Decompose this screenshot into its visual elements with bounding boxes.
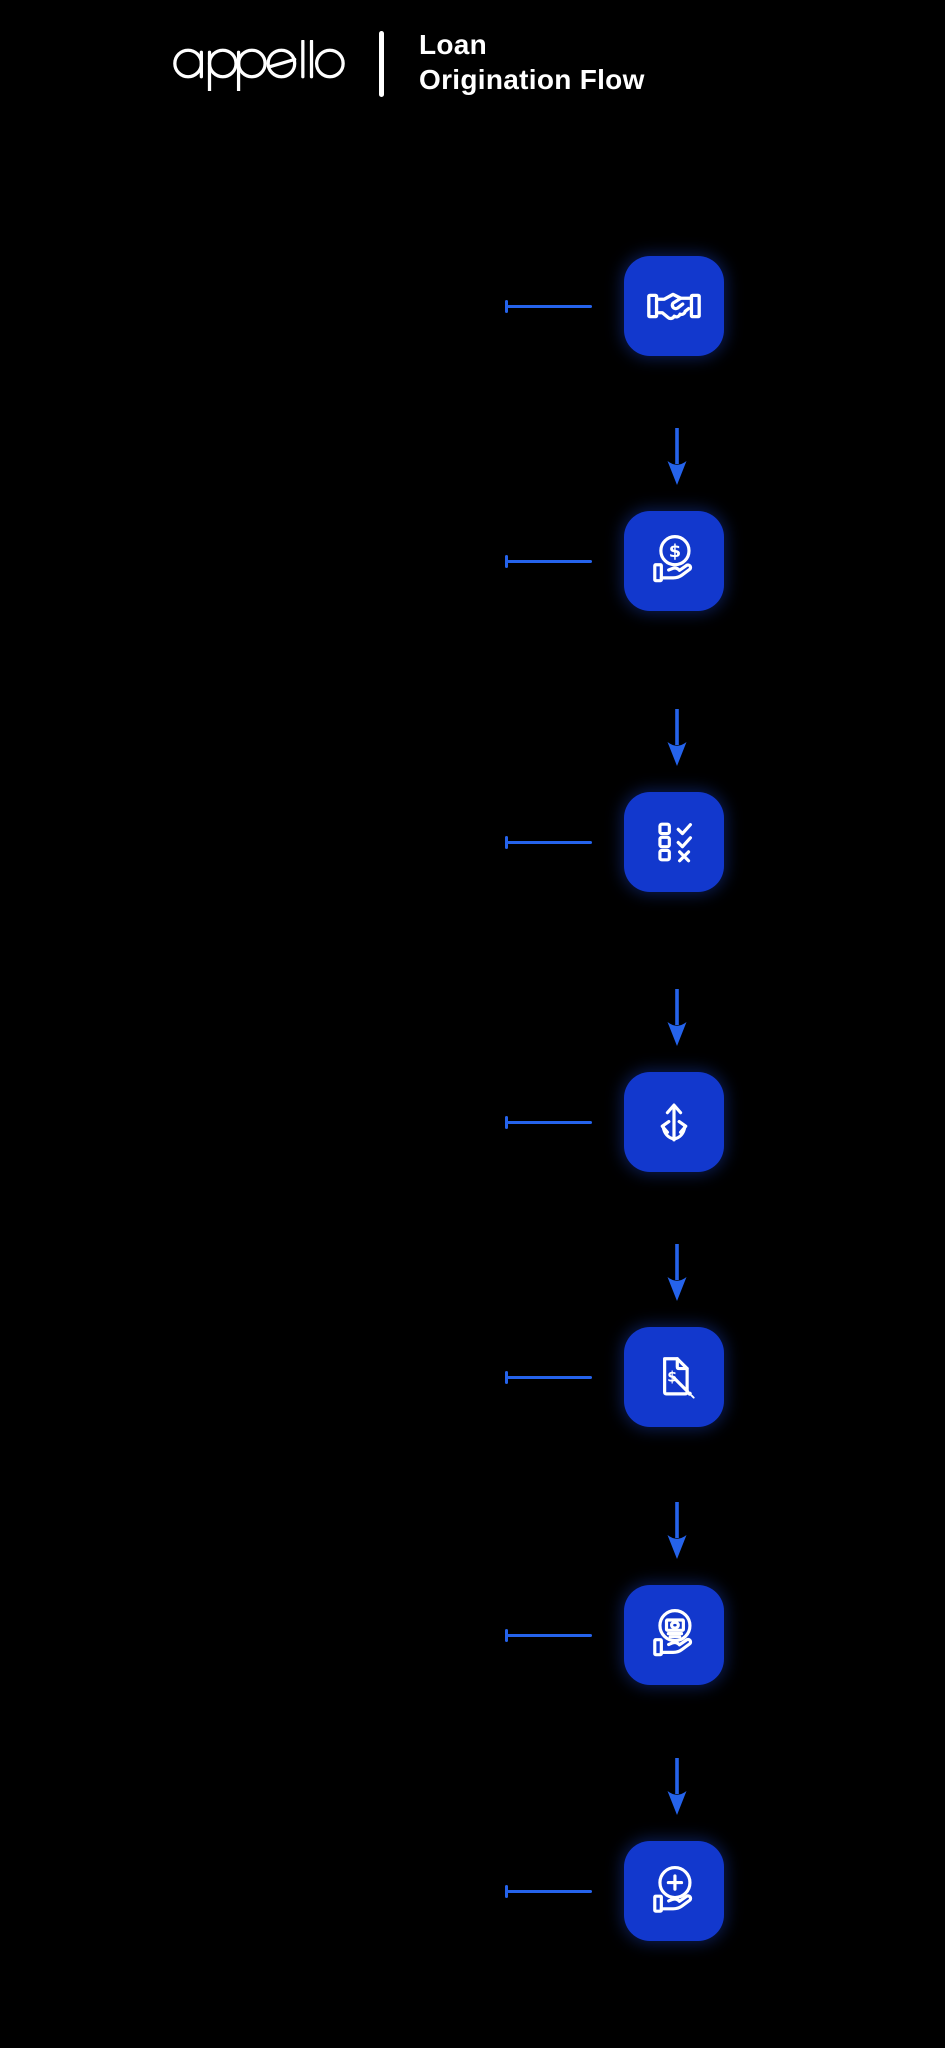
appello-logo (172, 40, 348, 91)
header-divider-bar (379, 31, 384, 97)
flow-step-7-tile (624, 1841, 724, 1941)
svg-text:$: $ (669, 541, 681, 562)
callout-line (507, 1120, 592, 1124)
decision-branch-icon (660, 1103, 688, 1142)
flow-arrow (667, 989, 687, 1046)
flow-step-1-tile (624, 256, 724, 356)
cash-in-hand-icon (653, 1609, 693, 1657)
callout-tick (505, 835, 508, 849)
flow-arrow (667, 709, 687, 766)
callout-line (507, 304, 592, 308)
flow-arrow (667, 428, 687, 485)
flow-step-5-tile: $ (624, 1327, 724, 1427)
callout-tick (505, 299, 508, 313)
callout-line (507, 1889, 592, 1893)
page-title-line-1: Loan (419, 29, 488, 60)
callout-line (507, 1633, 592, 1637)
plus-circle-in-hand-icon (653, 1865, 693, 1913)
dollar-coin-in-hand-icon: $ (653, 535, 693, 583)
callout-line (507, 1375, 592, 1379)
callout-tick (505, 1370, 508, 1384)
callout-tick (505, 1115, 508, 1129)
flow-step-2-tile: $ (624, 511, 724, 611)
handshake-icon (647, 292, 701, 321)
callout-tick (505, 554, 508, 568)
page-title-line-2: Origination Flow (419, 64, 645, 95)
flow-step-6-tile (624, 1585, 724, 1685)
callout-tick (505, 1884, 508, 1898)
checklist-icon (658, 822, 692, 863)
loan-document-pen-icon: $ (663, 1357, 695, 1399)
flow-arrow (667, 1758, 687, 1815)
flow-step-4-tile (624, 1072, 724, 1172)
flow-arrow (667, 1502, 687, 1559)
callout-tick (505, 1628, 508, 1642)
page-title: Loan Origination Flow (419, 27, 645, 97)
flow-step-3-tile (624, 792, 724, 892)
svg-text:$: $ (667, 1370, 677, 1386)
callout-line (507, 840, 592, 844)
flow-arrow (667, 1244, 687, 1301)
callout-line (507, 559, 592, 563)
